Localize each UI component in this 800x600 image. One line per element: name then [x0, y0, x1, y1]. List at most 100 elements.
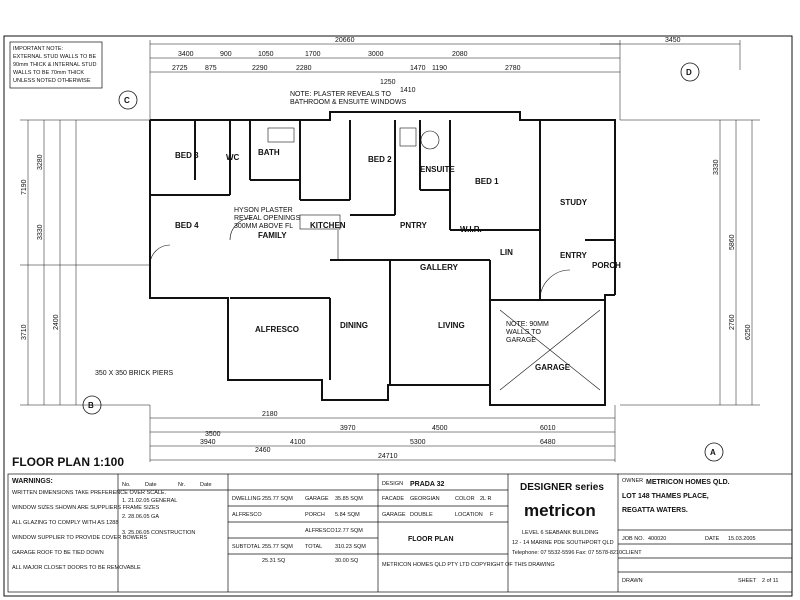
dim-bottom: 4100: [290, 439, 306, 446]
dim-top: 3400: [178, 51, 194, 58]
room-study: STUDY: [560, 198, 588, 207]
dim-top: 1470: [410, 65, 426, 72]
company-address: LEVEL 6 SEABANK BUILDING: [522, 530, 599, 536]
dim-right: 3330: [713, 159, 720, 175]
note-family: HYSON PLASTER: [234, 207, 293, 214]
dim-top: 2280: [296, 65, 312, 72]
color-label: COLOR: [455, 496, 475, 502]
sheet-title: FLOOR PLAN: [408, 536, 454, 543]
owner-label: OWNER: [622, 478, 643, 484]
revision-col: Date: [200, 482, 212, 488]
important-note-line: IMPORTANT NOTE:: [13, 46, 64, 52]
note-brick-piers: 350 X 350 BRICK PIERS: [95, 370, 174, 377]
area-value: 255.77 SQM: [262, 496, 293, 502]
room-bath: BATH: [258, 148, 280, 157]
area-value: 25.31 SQ: [262, 558, 286, 564]
dim-left: 3330: [37, 224, 44, 240]
date-label: DATE: [705, 536, 720, 542]
area-label: TOTAL: [305, 544, 322, 550]
room-kitchen: KITCHEN: [310, 221, 346, 230]
garage-label: GARAGE: [382, 512, 406, 518]
company-address: Telephone: 07 5532-5596 Fax: 07 5578-821…: [512, 550, 622, 556]
dim-right: 6250: [745, 324, 752, 340]
dim-top: 875: [205, 65, 217, 72]
dim-right: 5860: [729, 234, 736, 250]
sheet-label: SHEET: [738, 578, 757, 584]
company-address: 12 - 14 MARINE PDE SOUTHPORT QLD: [512, 540, 614, 546]
section-marker-c: C: [118, 90, 138, 110]
dim-top: 1050: [258, 51, 274, 58]
warning-line: GARAGE ROOF TO BE TIED DOWN: [12, 550, 104, 556]
dim-overall-top: 20660: [335, 37, 355, 44]
job-no: 400020: [648, 536, 666, 542]
important-note: IMPORTANT NOTE: EXTERNAL STUD WALLS TO B…: [9, 41, 103, 89]
area-label: GARAGE: [305, 496, 329, 502]
dim-bottom: 3940: [200, 439, 216, 446]
dim-bottom: 5300: [410, 439, 426, 446]
note-plaster-reveals: NOTE: PLASTER REVEALS TO: [290, 91, 391, 98]
facade-value: GEORGIAN: [410, 496, 440, 502]
area-value: 310.23 SQM: [335, 544, 366, 550]
revision-col: Date: [145, 482, 157, 488]
facade-label: FACADE: [382, 496, 404, 502]
area-label: ALFRESCO: [305, 528, 335, 534]
area-label: ALFRESCO: [232, 512, 262, 518]
note-garage: WALLS TO: [506, 329, 541, 336]
top-dimensions: [149, 40, 741, 120]
svg-text:B: B: [88, 401, 94, 410]
dim-bottom: 4500: [432, 425, 448, 432]
section-marker-a: A: [704, 442, 724, 462]
area-value: 30.00 SQ: [335, 558, 359, 564]
important-note-line: UNLESS NOTED OTHERWISE: [13, 78, 91, 84]
job-no-label: JOB NO.: [622, 536, 644, 542]
dim-right: 2760: [729, 314, 736, 330]
warning-line: ALL GLAZING TO COMPLY WITH AS 1288: [12, 520, 118, 526]
important-note-line: 90mm THICK & INTERNAL STUD: [13, 62, 96, 68]
dim-top: 1190: [432, 65, 447, 72]
room-bed3: BED 3: [175, 151, 199, 160]
room-living: LIVING: [438, 321, 465, 330]
warning-line: WINDOW SUPPLIER TO PROVIDE COVER BOWERS: [12, 535, 148, 541]
svg-text:A: A: [710, 448, 716, 457]
note-plaster-reveals: BATHROOM & ENSUITE WINDOWS: [290, 99, 406, 106]
room-lin: LIN: [500, 248, 513, 257]
garage-value: DOUBLE: [410, 512, 433, 518]
revision-col: No.: [122, 482, 131, 488]
owner-line: REGATTA WATERS.: [622, 507, 688, 514]
floor-plan-label: FLOOR PLAN 1:100: [12, 455, 124, 469]
dim-bottom: 3970: [340, 425, 356, 432]
revision-row: 2. 28.06.05 GA: [122, 514, 159, 520]
area-label: SUBTOTAL: [232, 544, 261, 550]
dim-bottom: 6010: [540, 425, 556, 432]
color-value: 2L R: [480, 496, 491, 502]
design-value: PRADA 32: [410, 481, 444, 488]
area-value: 12.77 SQM: [335, 528, 363, 534]
client-label: CLIENT: [622, 550, 642, 556]
dim-left: 3280: [37, 154, 44, 170]
dim-top: 2290: [252, 65, 268, 72]
dim-top: 2780: [505, 65, 521, 72]
location-label: LOCATION: [455, 512, 483, 518]
sheet-border: [3, 35, 793, 597]
important-note-line: WALLS TO BE 70mm THICK: [13, 70, 84, 76]
important-note-line: EXTERNAL STUD WALLS TO BE: [13, 54, 96, 60]
dim-bottom: 2460: [255, 447, 271, 454]
area-value: 35.85 SQM: [335, 496, 363, 502]
brand-logo: metricon: [524, 501, 596, 520]
drawn-label: DRAWN: [622, 578, 643, 584]
area-value: 255.77 SQM: [262, 544, 293, 550]
room-gallery: GALLERY: [420, 263, 459, 272]
dim-bottom: 3500: [205, 431, 221, 438]
sheet-value: 2 of 11: [762, 578, 778, 584]
dim-top: 3000: [368, 51, 384, 58]
dim-left: 2400: [53, 314, 60, 330]
room-ensuite: ENSUITE: [420, 165, 455, 174]
date-value: 15.03.2005: [728, 536, 756, 542]
plan-walls: [149, 111, 616, 406]
dim-top: 2725: [172, 65, 188, 72]
title-block: [7, 473, 793, 593]
dim-top: 1700: [305, 51, 321, 58]
room-family: FAMILY: [258, 231, 287, 240]
room-entry: ENTRY: [560, 251, 587, 260]
room-bed1: BED 1: [475, 177, 499, 186]
